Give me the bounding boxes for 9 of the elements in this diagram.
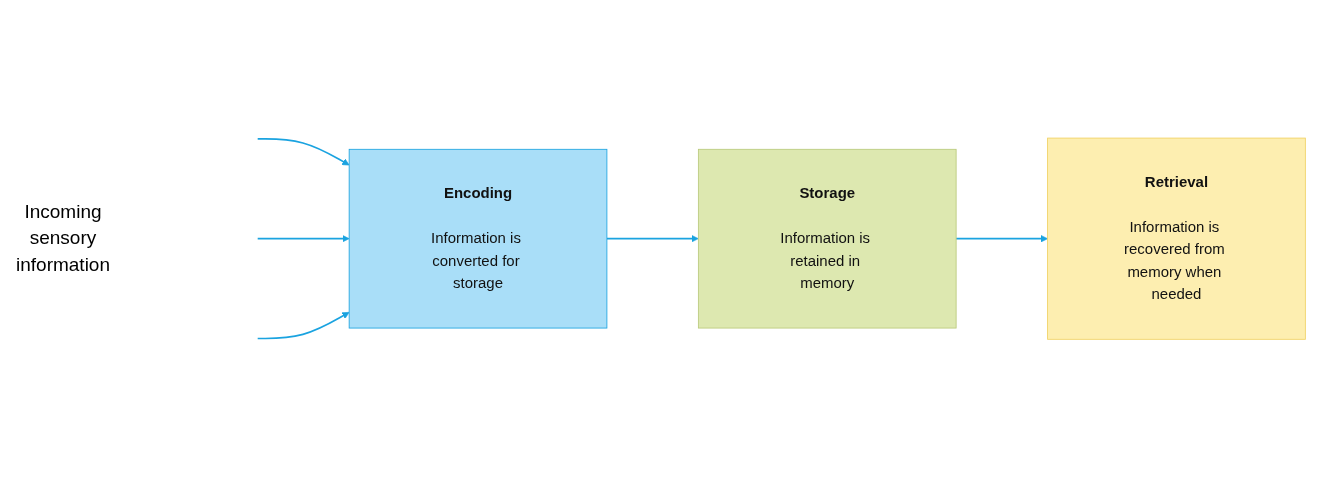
arrow [606, 234, 699, 243]
arrow [256, 137, 350, 166]
arrow [256, 311, 350, 340]
input-label: Incoming sensory information [15, 199, 111, 277]
arrow [256, 234, 350, 243]
node-box: Encoding Information is converted for storage [348, 148, 608, 329]
arrow [955, 234, 1048, 243]
node-box: Retrieval Information is recovered from memory when needed [1047, 137, 1306, 340]
node-box: Storage Information is retained in memory [697, 148, 957, 329]
